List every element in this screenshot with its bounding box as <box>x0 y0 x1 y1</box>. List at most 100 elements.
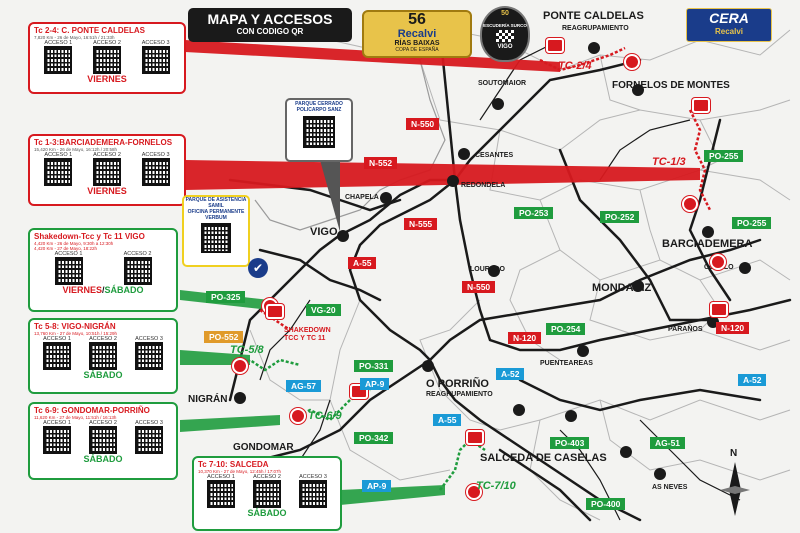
qr-access-2[interactable]: ACCESO 2 <box>253 474 281 508</box>
stage-pin-tc13-finish[interactable] <box>682 196 698 212</box>
place-reagrupamiento-1: REAGRUPAMIENTO <box>562 25 629 32</box>
town-dot-barciademera <box>702 226 714 238</box>
road-po252: PO-252 <box>600 211 640 223</box>
municipal-borders <box>239 19 791 521</box>
stage-label-tc58: TC-5/8 <box>230 344 264 356</box>
qr-code[interactable] <box>207 480 235 508</box>
qr-access-3[interactable]: ACCESO 3 <box>135 336 163 370</box>
qr-label: ACCESO 1 <box>43 420 71 426</box>
qr-access-2[interactable]: ACCESO 2 <box>92 40 121 74</box>
qr-code[interactable] <box>43 342 71 370</box>
qr-code[interactable] <box>92 46 121 74</box>
qr-code[interactable] <box>44 158 73 186</box>
road-ag57: AG-57 <box>286 380 322 392</box>
card-tc69-qr-row: ACCESO 1 ACCESO 2 ACCESO 3 <box>34 420 172 454</box>
place-soutomaior: SOUTOMAIOR <box>478 80 527 87</box>
card-tc24-day: VIERNES <box>87 74 127 84</box>
map-title-box: MAPA Y ACCESOS CON CODIGO QR <box>188 8 352 42</box>
stage-pin-tc13-start[interactable] <box>692 98 710 113</box>
stage-pin-tc710-finish[interactable] <box>466 484 482 500</box>
road-a55-north: A-55 <box>348 257 377 269</box>
card-tc24-info: 7,820 Km - 26 de Mayo, 16:51h / 21:33h <box>34 35 115 40</box>
stage-pin-tc58[interactable] <box>232 358 248 374</box>
qr-code[interactable] <box>43 426 71 454</box>
qr-label: ACCESO 3 <box>141 40 170 46</box>
qr-access-2[interactable]: ACCESO 2 <box>89 420 117 454</box>
parque-cerrado-qr[interactable] <box>303 116 335 148</box>
card-tc69: Tc 6-9: GONDOMAR-PORRIÑO 11,620 Km - 27 … <box>28 402 178 480</box>
card-tc69-day: SÁBADO <box>83 454 123 464</box>
qr-access-1[interactable]: ACCESO 1 <box>44 40 73 74</box>
stage-pin-shakedown-finish[interactable] <box>266 304 284 319</box>
road-ap9-south: AP-9 <box>362 480 392 492</box>
stage-pin-tc69-start[interactable] <box>290 408 306 424</box>
qr-code[interactable] <box>92 158 121 186</box>
road-po552: PO-552 <box>204 331 244 343</box>
qr-code[interactable] <box>44 46 73 74</box>
town-dot-porrino <box>422 360 434 372</box>
qr-label: ACCESO 2 <box>89 420 117 426</box>
asistencia-qr[interactable] <box>201 223 231 253</box>
stage-pin-tc710-start[interactable] <box>466 430 484 445</box>
qr-code[interactable] <box>89 342 117 370</box>
card-shakedown-info-1: 4,420 Km - 26 de Mayo, 9:30h a 12:30h <box>34 241 114 246</box>
place-vigo: VIGO <box>310 226 338 238</box>
qr-code[interactable] <box>253 480 281 508</box>
town-dot-redondela <box>447 175 459 187</box>
qr-access-3[interactable]: ACCESO 3 <box>141 152 170 186</box>
card-tc58: Tc 5-8: VIGO-NIGRÁN 13,760 Km - 27 de Ma… <box>28 318 178 394</box>
town-dot-covelo <box>739 262 751 274</box>
coastline <box>254 59 446 231</box>
parque-cerrado-label: PARQUE CERRADO POLICARPO SANZ <box>295 101 343 113</box>
card-tc13-day: VIERNES <box>87 186 127 196</box>
card-tc58-title: Tc 5-8: VIGO-NIGRÁN <box>34 322 116 331</box>
card-tc24-qr-row: ACCESO 1 ACCESO 2 ACCESO 3 <box>34 40 180 74</box>
town-dot-east-1 <box>565 410 577 422</box>
town-dot-puenteareas <box>577 345 589 357</box>
qr-label: ACCESO 2 <box>123 251 152 257</box>
qr-label: ACCESO 2 <box>89 336 117 342</box>
place-as-neves: AS NEVES <box>652 484 688 491</box>
qr-code[interactable] <box>141 46 170 74</box>
stage-pin-tc24-finish[interactable] <box>624 54 640 70</box>
qr-access-1[interactable]: ACCESO 1 <box>43 420 71 454</box>
highlight-band-tc13 <box>185 160 700 190</box>
qr-code[interactable] <box>135 426 163 454</box>
qr-code[interactable] <box>135 342 163 370</box>
qr-access-2[interactable]: ACCESO 2 <box>89 336 117 370</box>
town-dot-salceda <box>513 404 525 416</box>
cera-logo: CERA Recalvi <box>686 8 772 42</box>
qr-access-1[interactable]: ACCESO 1 <box>43 336 71 370</box>
qr-code[interactable] <box>123 257 152 285</box>
club-badge: 50 ESCUDERÍA SURCO VIGO <box>480 6 530 62</box>
qr-access-1[interactable]: ACCESO 1 <box>44 152 73 186</box>
qr-access-2[interactable]: ACCESO 2 <box>92 152 121 186</box>
qr-label: ACCESO 3 <box>299 474 327 480</box>
qr-code[interactable] <box>54 257 83 285</box>
road-po254: PO-254 <box>546 323 586 335</box>
road-n550-north: N-550 <box>406 118 440 130</box>
stage-pin-tc24-start[interactable] <box>546 38 564 53</box>
qr-access-1[interactable]: ACCESO 1 <box>207 474 235 508</box>
qr-access-3[interactable]: ACCESO 3 <box>299 474 327 508</box>
place-chapela: CHAPELA <box>345 194 379 201</box>
qr-code[interactable] <box>299 480 327 508</box>
road-po400: PO-400 <box>586 498 626 510</box>
compass-icon <box>720 462 750 516</box>
stage-pin-paranos[interactable] <box>710 302 728 317</box>
qr-code[interactable] <box>141 158 170 186</box>
qr-access-3[interactable]: ACCESO 3 <box>135 420 163 454</box>
cera-name: CERA <box>709 10 749 26</box>
qr-label: ACCESO 3 <box>135 336 163 342</box>
road-ag51: AG-51 <box>650 437 686 449</box>
wrench-icon: ✔ <box>248 258 268 278</box>
qr-access-2[interactable]: ACCESO 2 <box>123 251 152 285</box>
place-fornelos: FORNELOS DE MONTES <box>612 80 730 91</box>
qr-access-3[interactable]: ACCESO 3 <box>141 40 170 74</box>
qr-code[interactable] <box>89 426 117 454</box>
stage-pin-tc13-mid[interactable] <box>710 254 726 270</box>
card-tc24: Tc 2-4: C. PONTE CALDELAS 7,820 Km - 26 … <box>28 22 186 94</box>
qr-access-1[interactable]: ACCESO 1 <box>54 251 83 285</box>
qr-label: ACCESO 1 <box>54 251 83 257</box>
card-tc710-day: SÁBADO <box>247 508 287 518</box>
